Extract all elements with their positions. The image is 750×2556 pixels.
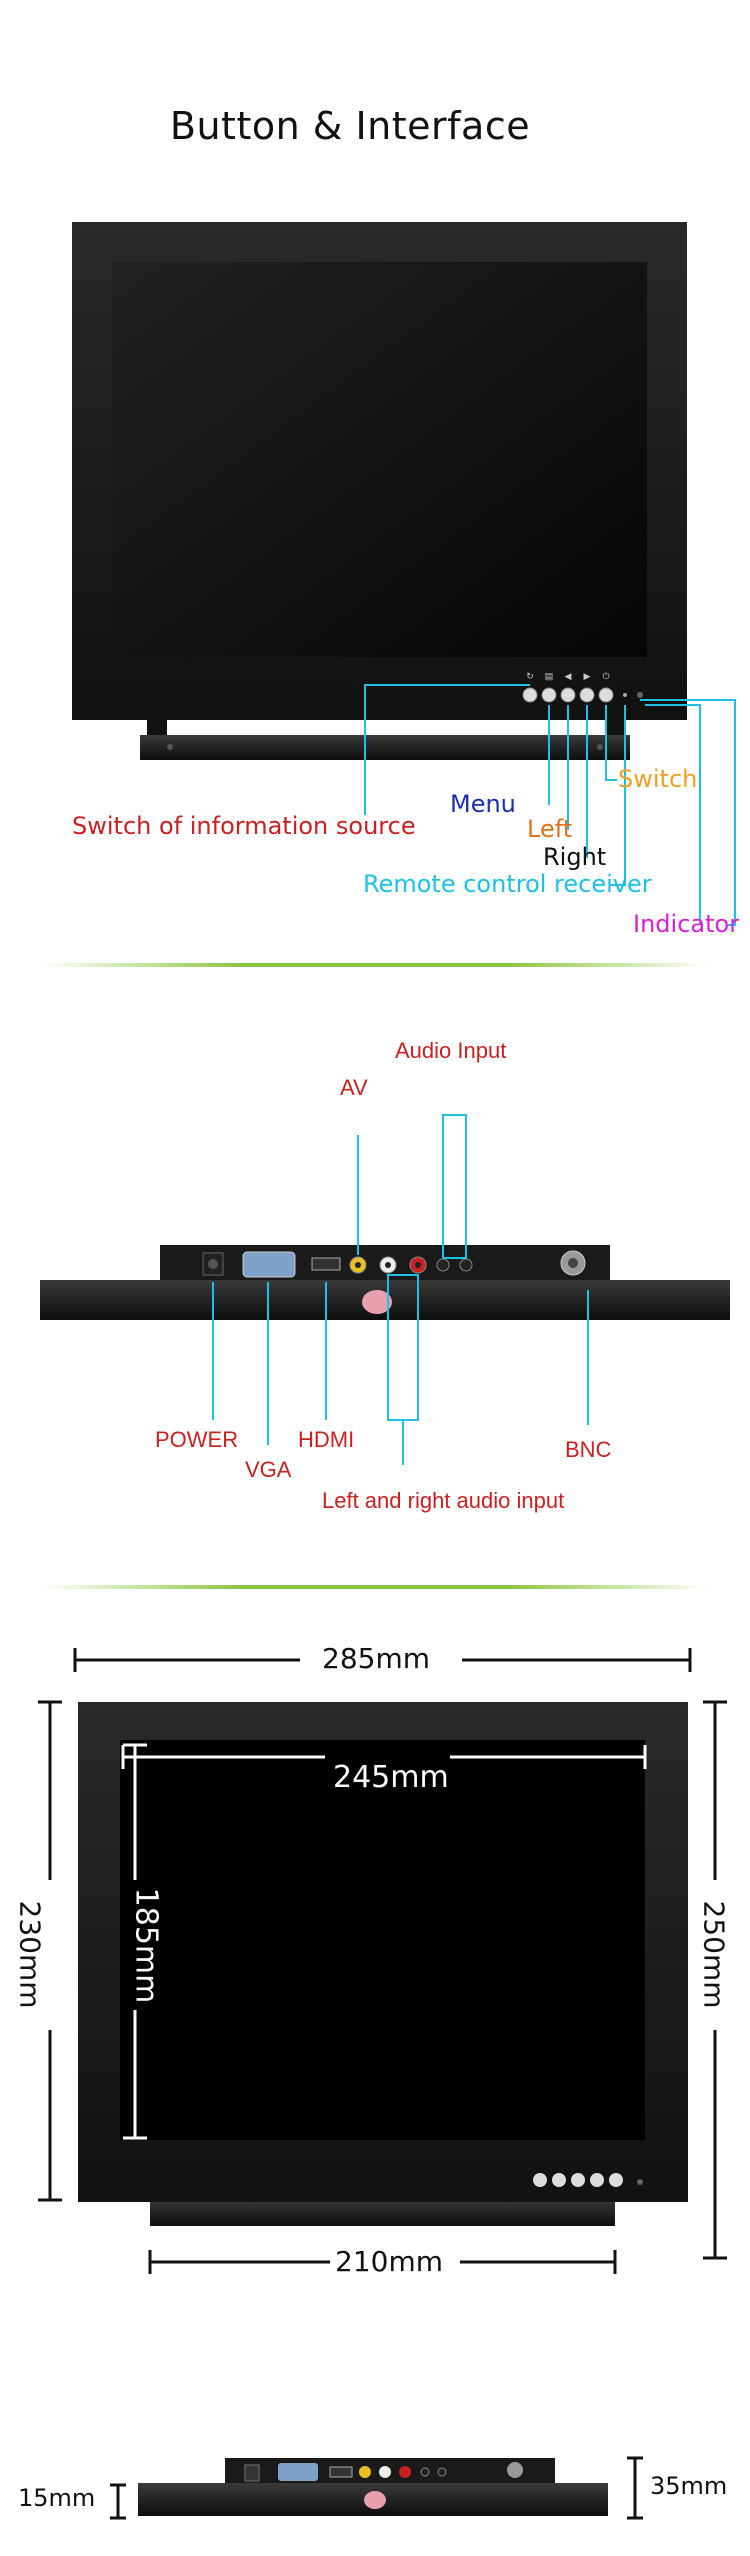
label-vga: VGA [245, 1457, 292, 1482]
dimension-monitor [78, 1702, 688, 2226]
power-icon: ⏻ [602, 671, 609, 681]
source-icon: ↻ [526, 671, 534, 681]
menu-icon: ▤ [545, 671, 554, 681]
screen-dimension-lines [121, 1743, 647, 2140]
label-hdmi: HDMI [298, 1427, 355, 1452]
label-av: AV [340, 1075, 368, 1100]
separator [40, 1585, 710, 1589]
dim-depth-total: 35mm [650, 2472, 728, 2500]
label-indicator: Indicator [633, 910, 740, 938]
separator [40, 963, 710, 967]
dim-depth-thin: 15mm [18, 2484, 96, 2512]
label-audio-input: Audio Input [395, 1038, 507, 1063]
label-bnc: BNC [565, 1437, 612, 1462]
dim-outer-width: 285mm [322, 1642, 430, 1675]
label-right: Right [543, 843, 607, 871]
front-callout-lines [364, 684, 736, 926]
right-arrow-icon: ▶ [584, 671, 591, 681]
dimension-lines [38, 1648, 727, 2274]
label-switch: Switch [618, 765, 698, 793]
front-buttons: ↻ ▤ ◀ ▶ ⏻ [522, 671, 643, 703]
dim-outer-height: 230mm [13, 1900, 47, 2009]
label-left: Left [527, 815, 573, 843]
rear-callout-lines [212, 1114, 589, 1465]
dim-screen-width: 245mm [333, 1760, 449, 1795]
label-lr-audio: Left and right audio input [322, 1488, 565, 1513]
page-title: Button & Interface [169, 104, 531, 148]
label-power: POWER [155, 1427, 239, 1452]
depth-view [138, 2458, 608, 2516]
dim-total-height: 250mm [697, 1900, 731, 2009]
depth-dimension-lines [110, 2456, 643, 2520]
left-arrow-icon: ◀ [565, 671, 572, 681]
rear-panel [40, 1245, 730, 1320]
label-remote: Remote control receiver [363, 870, 652, 898]
dim-screen-height: 185mm [128, 1887, 164, 2004]
front-monitor [72, 222, 687, 760]
label-source: Switch of information source [72, 812, 416, 840]
dim-stand-width: 210mm [335, 2245, 443, 2278]
label-menu: Menu [450, 790, 516, 818]
